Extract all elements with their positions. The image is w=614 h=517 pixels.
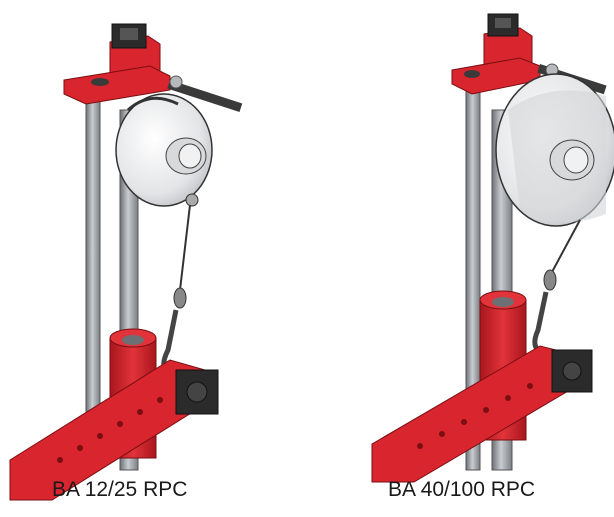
mounting-bolt	[167, 79, 243, 113]
cable	[551, 219, 581, 273]
cable	[179, 204, 191, 291]
swivel-hook	[161, 287, 187, 375]
swivel-hook	[532, 269, 557, 355]
caption-ba-40-100-rpc: BA 40/100 RPC	[388, 478, 536, 501]
balancer-assembly-small	[9, 23, 243, 501]
caption-ba-12-25-rpc: BA 12/25 RPC	[52, 478, 188, 501]
top-clamp	[451, 13, 541, 95]
top-clamp	[63, 23, 171, 105]
balancer-housing	[495, 73, 614, 227]
balancer-assembly-large	[371, 13, 614, 483]
balancer-housing	[115, 93, 213, 207]
